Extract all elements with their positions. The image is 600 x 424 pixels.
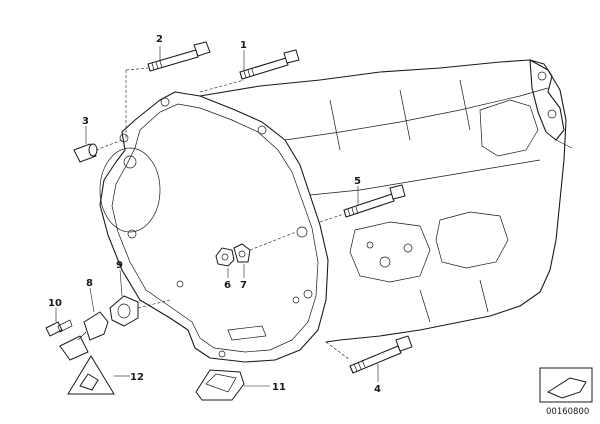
callout-7: 7 — [240, 280, 247, 291]
callout-2: 2 — [156, 34, 163, 45]
cover-plate-11-icon — [195, 369, 270, 401]
callout-3: 3 — [82, 116, 89, 127]
callout-10: 10 — [48, 298, 62, 309]
callout-5: 5 — [354, 176, 361, 187]
callout-12: 12 — [130, 372, 144, 383]
bolt-4-icon — [325, 335, 413, 382]
reference-number: 00160800 — [546, 407, 589, 417]
callout-4: 4 — [374, 384, 381, 395]
warning-triangle-12-icon — [67, 355, 130, 395]
transmission-housing — [99, 59, 573, 363]
sensor-8-icon — [59, 287, 109, 361]
nut-6-icon — [215, 247, 235, 278]
washer-7-icon — [233, 231, 297, 278]
gasket-9-icon — [109, 269, 171, 327]
screw-10-icon — [45, 308, 73, 337]
reference-symbol-box — [539, 367, 593, 403]
callout-11: 11 — [272, 382, 286, 393]
callout-9: 9 — [116, 260, 123, 271]
bolt-5-icon — [319, 184, 406, 223]
callout-8: 8 — [86, 278, 93, 289]
bolt-2-icon — [125, 41, 211, 140]
callout-1: 1 — [240, 40, 247, 51]
callout-6: 6 — [224, 280, 231, 291]
sleeve-3-icon — [73, 126, 123, 163]
bolt-1-icon — [199, 49, 300, 93]
